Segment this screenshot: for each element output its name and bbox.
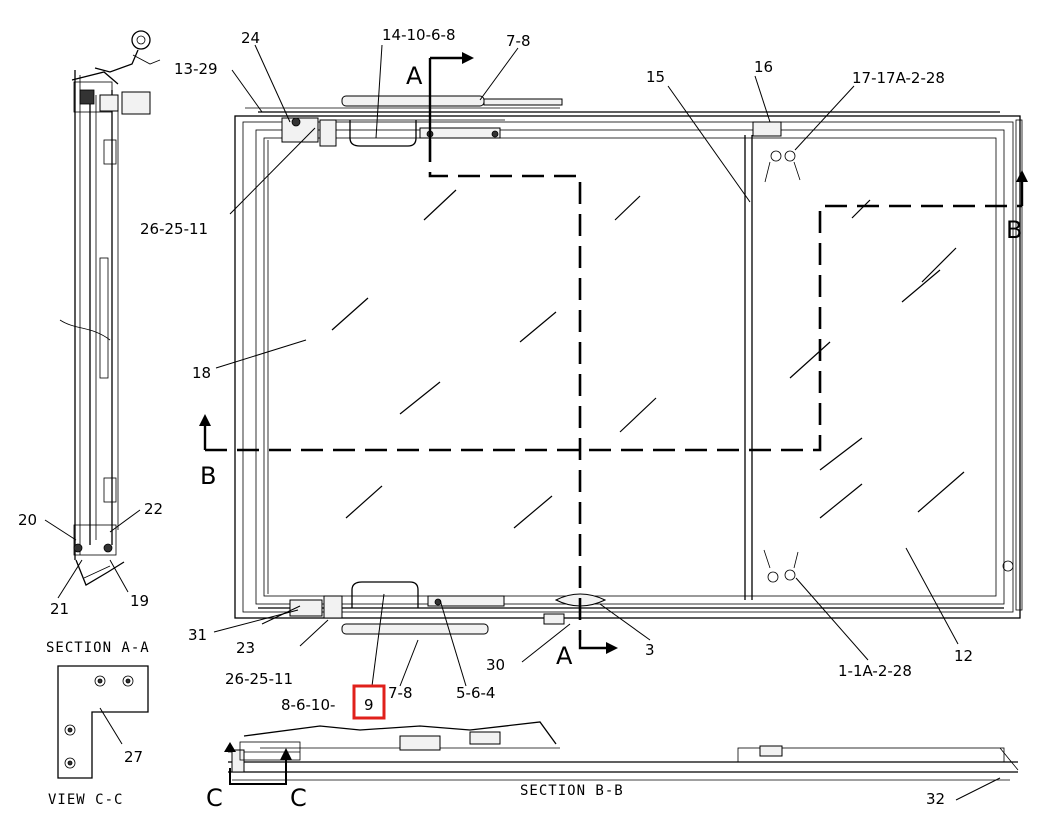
callout-30: 30: [486, 656, 505, 674]
section-markers: A A B B C C: [200, 62, 1022, 812]
callout-26-25-11-top: 26-25-11: [140, 220, 208, 238]
callout-24: 24: [241, 29, 260, 47]
callout-14-10-6-8: 14-10-6-8: [382, 26, 456, 44]
callout-23: 23: [236, 639, 255, 657]
title-section-bb: SECTION B-B: [520, 783, 624, 799]
callout-32: 32: [926, 790, 945, 808]
title-view-cc: VIEW C-C: [48, 792, 123, 808]
callout-5-6-4: 5-6-4: [456, 684, 495, 702]
section-titles: SECTION A-A SECTION B-B VIEW C-C: [46, 640, 624, 808]
section-marker-b-right: B: [1006, 216, 1022, 244]
callout-26-25-11-bottom: 26-25-11: [225, 670, 293, 688]
section-marker-c-right: C: [290, 784, 307, 812]
callout-labels: 24 14-10-6-8 7-8 13-29 15 16 17-17A-2-28…: [18, 26, 973, 808]
callout-12: 12: [954, 647, 973, 665]
callout-3: 3: [645, 641, 655, 659]
highlight-box: [352, 684, 386, 720]
leader-lines: [44, 44, 1001, 801]
section-marker-a-bottom: A: [556, 642, 573, 670]
callout-21: 21: [50, 600, 69, 618]
section-cut-lines: [199, 52, 1028, 654]
callout-19: 19: [130, 592, 149, 610]
callout-16: 16: [754, 58, 773, 76]
callout-9-highlighted: 9: [364, 696, 374, 714]
section-marker-c-left: C: [206, 784, 223, 812]
section-marker-a-top: A: [406, 62, 423, 90]
callout-18: 18: [192, 364, 211, 382]
section-marker-b-left: B: [200, 462, 216, 490]
callout-31: 31: [188, 626, 207, 644]
callout-8-6-10: 8-6-10-: [281, 696, 335, 714]
callout-15: 15: [646, 68, 665, 86]
callout-27: 27: [124, 748, 143, 766]
callout-1-1a-2-28: 1-1A-2-28: [838, 662, 912, 680]
door-elevation-drawing: [234, 95, 1023, 635]
callout-22: 22: [144, 500, 163, 518]
callout-13-29: 13-29: [174, 60, 218, 78]
section-aa-drawing: [59, 30, 161, 586]
view-cc-drawing: [57, 665, 149, 779]
callout-7-8-top: 7-8: [506, 32, 531, 50]
callout-7-8-bottom: 7-8: [388, 684, 413, 702]
callout-20: 20: [18, 511, 37, 529]
section-bb-drawing: [224, 721, 1019, 785]
title-section-aa: SECTION A-A: [46, 640, 150, 656]
callout-17-17a-2-28: 17-17A-2-28: [852, 69, 945, 87]
